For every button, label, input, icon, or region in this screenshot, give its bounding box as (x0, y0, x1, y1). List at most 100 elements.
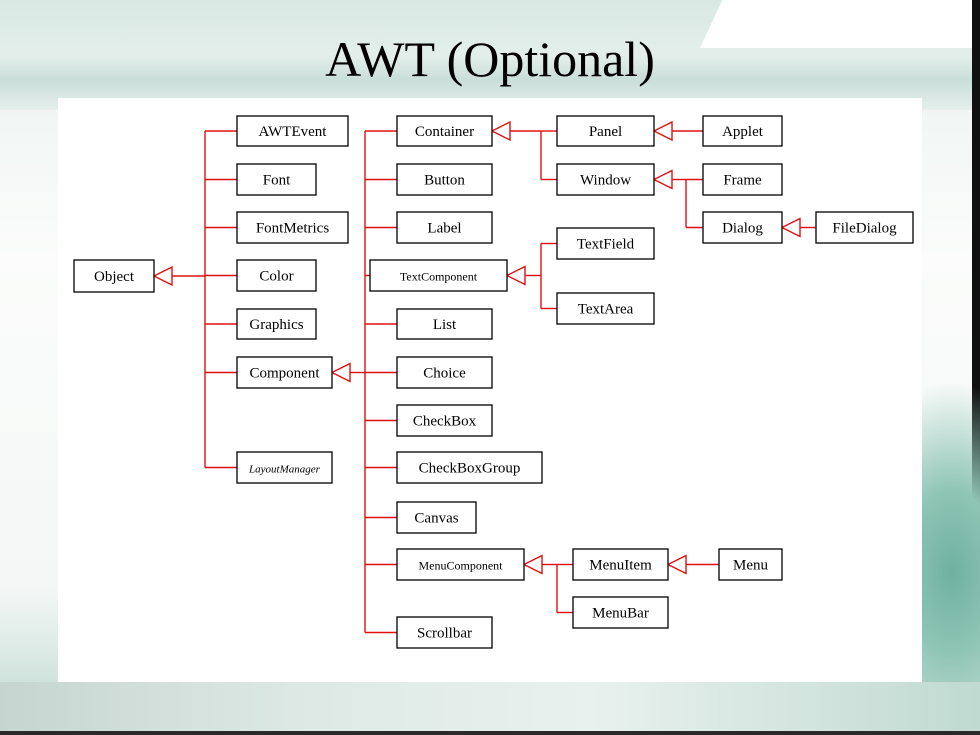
class-box-awtevent (236, 115, 349, 147)
class-box-object (73, 259, 155, 293)
class-box-font (236, 163, 317, 196)
class-node-label: Label (396, 211, 493, 244)
class-node-menuitem: MenuItem (572, 548, 669, 581)
inheritance-arrowhead-panel (652, 120, 673, 142)
class-node-font: Font (236, 163, 317, 196)
class-label-font: Font (263, 173, 291, 189)
class-box-label (396, 211, 493, 244)
class-label-window: Window (580, 173, 631, 189)
class-node-list: List (396, 308, 493, 340)
class-node-checkbox: CheckBox (396, 404, 493, 437)
class-box-list (396, 308, 493, 340)
class-label-label: Label (427, 221, 461, 237)
class-node-applet: Applet (702, 115, 783, 147)
class-node-canvas: Canvas (396, 501, 477, 534)
class-nodes: Object AWTEventFontFontMetricsColorGraphi… (73, 115, 914, 649)
inheritance-edges (152, 120, 816, 634)
class-node-button: Button (396, 163, 493, 196)
class-label-graphics: Graphics (249, 317, 303, 333)
class-box-menu (718, 548, 783, 581)
class-node-textfield: TextField (556, 227, 655, 260)
class-node-choice: Choice (396, 356, 493, 389)
inheritance-arrowhead-container (490, 120, 511, 142)
class-box-textfield (556, 227, 655, 260)
class-node-checkboxgroup: CheckBoxGroup (396, 451, 543, 484)
class-node-container: Container (396, 115, 493, 147)
inheritance-arrowhead-textcomponent (505, 265, 526, 286)
slide-title: AWT (Optional) (325, 31, 655, 87)
class-box-checkboxgroup (396, 451, 543, 484)
class-node-menubar: MenuBar (572, 596, 669, 629)
class-label-object: Object (94, 269, 135, 285)
class-label-layoutmanager: LayoutManager (248, 464, 321, 476)
class-label-dialog: Dialog (722, 221, 763, 237)
class-label-awtevent: AWTEvent (259, 124, 328, 140)
class-box-filedialog (815, 211, 914, 244)
class-label-checkboxgroup: CheckBoxGroup (419, 461, 521, 477)
class-node-awtevent: AWTEvent (236, 115, 349, 147)
class-box-dialog (702, 211, 783, 244)
class-label-list: List (433, 317, 457, 333)
class-label-button: Button (424, 173, 465, 189)
header-corner-panel (700, 0, 980, 48)
class-label-fontmetrics: FontMetrics (256, 221, 329, 237)
class-label-panel: Panel (589, 124, 622, 140)
class-box-color (236, 259, 317, 292)
class-node-textarea: TextArea (556, 292, 655, 325)
right-edge-bar (972, 0, 980, 620)
class-box-menubar (572, 596, 669, 629)
footer-band (0, 682, 980, 732)
class-label-textarea: TextArea (578, 302, 634, 318)
class-box-button (396, 163, 493, 196)
class-node-component: Component (236, 356, 333, 389)
class-node-menucomponent: MenuComponent (396, 548, 525, 581)
inheritance-arrowhead-component (330, 362, 351, 383)
class-label-menu: Menu (733, 558, 768, 574)
class-label-textfield: TextField (577, 237, 635, 253)
class-node-menu: Menu (718, 548, 783, 581)
class-box-component (236, 356, 333, 389)
class-label-component: Component (250, 366, 321, 382)
class-label-choice: Choice (423, 366, 466, 382)
class-label-checkbox: CheckBox (413, 414, 477, 430)
class-label-scrollbar: Scrollbar (417, 626, 472, 642)
class-label-applet: Applet (722, 124, 764, 140)
class-box-textcomponent (369, 259, 508, 292)
class-label-menuitem: MenuItem (589, 558, 652, 574)
class-box-menuitem (572, 548, 669, 581)
class-label-menucomponent: MenuComponent (419, 559, 504, 573)
class-label-menubar: MenuBar (592, 606, 649, 622)
class-box-choice (396, 356, 493, 389)
class-box-layoutmanager (236, 451, 333, 484)
class-box-fontmetrics (236, 211, 349, 244)
class-box-menucomponent (396, 548, 525, 581)
class-node-object: Object (73, 259, 155, 293)
class-box-container (396, 115, 493, 147)
class-box-window (556, 163, 655, 196)
class-label-textcomponent: TextComponent (400, 270, 478, 284)
class-box-applet (702, 115, 783, 147)
class-label-container: Container (415, 124, 474, 140)
class-box-checkbox (396, 404, 493, 437)
inheritance-arrowhead-window (652, 169, 673, 190)
class-node-panel: Panel (556, 115, 655, 147)
inheritance-arrowhead-dialog (780, 217, 801, 238)
class-box-graphics (236, 308, 317, 340)
footer-line (0, 731, 980, 735)
class-node-textcomponent: TextComponent (369, 259, 508, 292)
class-node-color: Color (236, 259, 317, 292)
inheritance-arrowhead-menuitem (666, 554, 687, 575)
class-node-layoutmanager: LayoutManager (236, 451, 333, 484)
class-box-scrollbar (396, 616, 493, 649)
class-box-frame (702, 163, 783, 196)
class-node-scrollbar: Scrollbar (396, 616, 493, 649)
class-node-graphics: Graphics (236, 308, 317, 340)
inheritance-arrowhead-menucomponent (522, 554, 543, 575)
class-node-window: Window (556, 163, 655, 196)
class-label-filedialog: FileDialog (832, 221, 897, 237)
inheritance-arrowhead-object (152, 265, 173, 287)
class-label-canvas: Canvas (414, 511, 458, 527)
class-node-fontmetrics: FontMetrics (236, 211, 349, 244)
